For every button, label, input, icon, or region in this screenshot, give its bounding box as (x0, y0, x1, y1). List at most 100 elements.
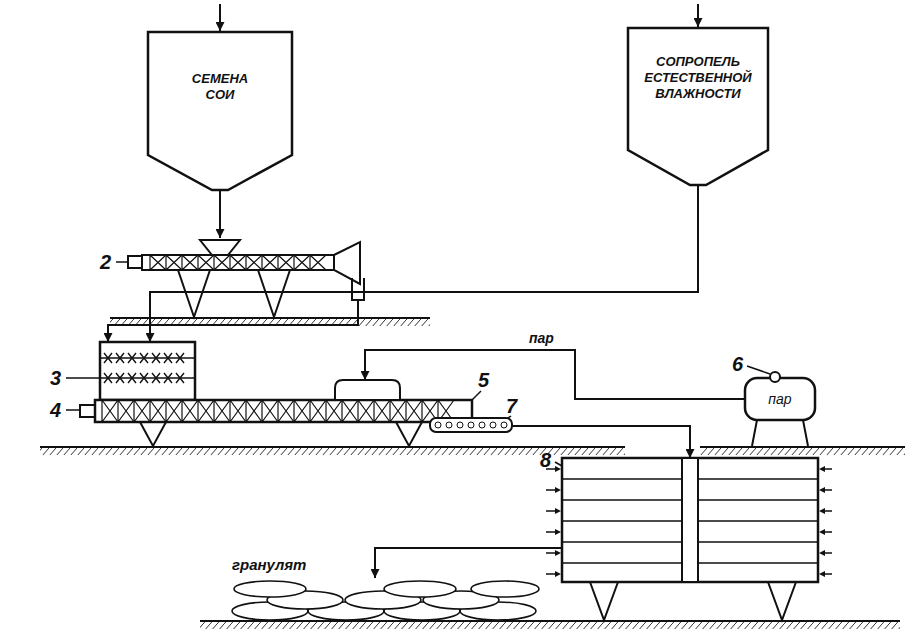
belt-conveyor-shape (430, 418, 512, 432)
mixer-blade (152, 373, 160, 383)
flow-line (108, 300, 358, 342)
feed-arrow (219, 4, 221, 31)
extruder-shape (80, 380, 472, 422)
mixer: 3 (100, 342, 195, 400)
belt-conveyor: 7 (430, 418, 512, 432)
boiler-body (745, 378, 815, 420)
air-arrow (555, 466, 825, 472)
motor (80, 405, 95, 417)
shelf (562, 520, 818, 522)
center-column (682, 458, 698, 582)
mixer-blade (104, 353, 112, 363)
mixer-blade (176, 373, 184, 383)
callout-number: 7 (506, 394, 517, 419)
mixer-blade (152, 353, 160, 363)
callout-number: 6 (732, 352, 743, 377)
node-label: пар (747, 382, 813, 418)
mixer-blade (176, 353, 184, 363)
trough (142, 255, 334, 270)
extruder-barrel (95, 400, 472, 422)
air-arrow (546, 573, 832, 574)
mixer-blade (140, 373, 148, 383)
mixer-blade (104, 373, 112, 383)
screw-flight (310, 255, 326, 270)
screw-flight (198, 255, 214, 270)
node-label: СОПРОПЕЛЬ ЕСТЕСТВЕННОЙ ВЛАЖНОСТИ (633, 38, 763, 118)
air-arrow (546, 552, 832, 553)
air-arrow (546, 468, 832, 469)
dryer-cooler-shape (562, 458, 818, 582)
mixer-blade (116, 353, 124, 363)
screw-flight (294, 255, 310, 270)
air-arrow (546, 489, 832, 490)
screw-flight (166, 255, 182, 270)
mixer-blade (128, 353, 136, 363)
callout-number: 5 (478, 368, 489, 393)
steam-hood (335, 380, 400, 400)
mixer-blade (140, 353, 148, 363)
flow-line (365, 350, 745, 399)
output-arrow (375, 548, 562, 578)
screw-flight (246, 400, 262, 422)
screw-flight (406, 400, 422, 422)
roller (468, 422, 474, 428)
screw-flight (326, 400, 342, 422)
mixer-blade (164, 373, 172, 383)
discharge-head (334, 242, 360, 284)
extruder: 45 (80, 380, 472, 422)
air-arrow (546, 510, 832, 511)
edge-label: пар (527, 330, 556, 346)
air-arrow (555, 529, 825, 535)
screw-flight (358, 400, 374, 422)
shelf (562, 562, 818, 564)
callout-number: 3 (50, 366, 61, 391)
hopper-shape (628, 28, 768, 185)
screw-flight (166, 400, 182, 422)
screw-conveyor: 2 (128, 238, 365, 300)
screw-flight (310, 400, 326, 422)
screw-conveyor-shape (128, 238, 365, 300)
inlet-funnel (200, 240, 240, 255)
screw-flight (182, 255, 198, 270)
shelf (562, 541, 818, 543)
screw-flight (246, 255, 262, 270)
roller (479, 422, 485, 428)
mixer-shape (100, 342, 195, 400)
air-arrow (555, 508, 825, 514)
screw-flight (278, 255, 294, 270)
hopper: СОПРОПЕЛЬ ЕСТЕСТВЕННОЙ ВЛАЖНОСТИ (628, 28, 768, 185)
screw-flight (214, 400, 230, 422)
screw-flight (150, 255, 166, 270)
screw-flight (134, 400, 150, 422)
shelf (562, 499, 818, 501)
pressure-gauge (770, 372, 780, 382)
screw-flight (230, 400, 246, 422)
hopper-shape (148, 32, 292, 190)
callout-number: 8 (540, 448, 551, 473)
callout-number: 2 (100, 250, 111, 275)
callout-number: 4 (50, 398, 61, 423)
product-label: гранулят (230, 556, 308, 573)
screw-flight (214, 255, 230, 270)
screw-flight (294, 400, 310, 422)
air-arrow (555, 571, 825, 577)
screw-flight (198, 400, 214, 422)
mixer-body (100, 342, 195, 400)
belt (430, 418, 512, 432)
screw-flight (262, 255, 278, 270)
roller (490, 422, 496, 428)
flow-line (512, 426, 690, 458)
roller (446, 422, 452, 428)
roller (457, 422, 463, 428)
dryer-body (562, 458, 818, 582)
screw-flight (390, 400, 406, 422)
screw-flight (262, 400, 278, 422)
mixer-blade (128, 373, 136, 383)
mixer-blade (164, 353, 172, 363)
screw-flight (150, 400, 166, 422)
shelf (562, 478, 818, 480)
air-arrow (546, 531, 832, 532)
air-arrow (555, 550, 825, 556)
screw-flight (102, 400, 118, 422)
screw-flight (278, 400, 294, 422)
